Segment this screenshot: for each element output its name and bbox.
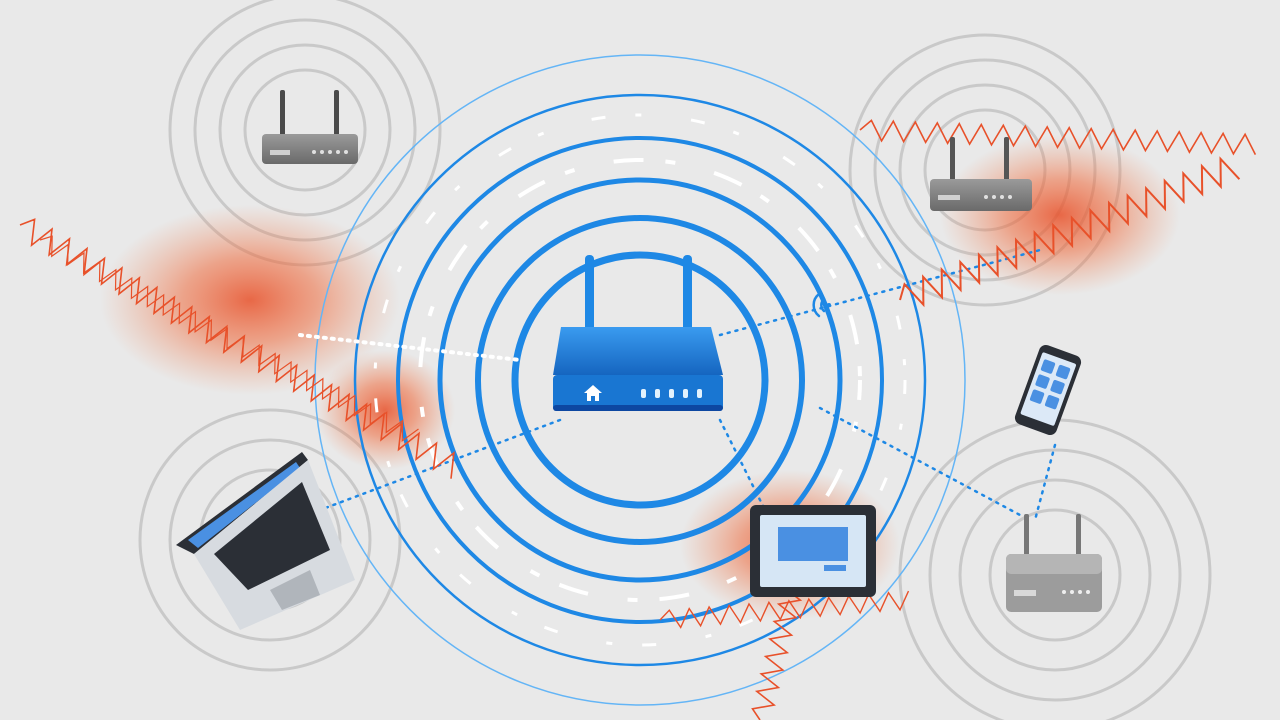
interference-zone-top-right	[940, 135, 1180, 295]
interference-wave-top-right-2	[899, 156, 1241, 308]
connection-links	[298, 248, 1057, 522]
status-led	[697, 389, 702, 398]
interference-wave-bottom-2	[659, 590, 910, 629]
main-signal-rings	[314, 54, 966, 706]
status-leds	[641, 389, 702, 398]
link-router-tablet	[718, 418, 767, 512]
interference-wave-left	[19, 218, 455, 479]
home-icon	[584, 385, 602, 401]
signal-ring-1	[511, 251, 769, 509]
router-icon	[262, 90, 358, 164]
interference-zone-left	[100, 205, 400, 395]
signal-ring-3	[437, 177, 843, 583]
link-router-bottom-right	[818, 406, 1022, 517]
interference-wave-left-2	[39, 235, 419, 442]
laptop-icon	[176, 452, 355, 630]
wifi-signal-icon	[812, 292, 831, 318]
link-router-top-right	[718, 248, 1042, 337]
router-icon	[930, 137, 1032, 211]
neighbor-rings	[138, 0, 1212, 720]
wifi-router-icon	[553, 255, 723, 411]
status-led	[641, 389, 646, 398]
router-icon	[1006, 514, 1102, 612]
status-led	[655, 389, 660, 398]
interference-zone-left-inner	[315, 350, 455, 470]
link-phone-bottom-right	[1033, 443, 1057, 522]
tablet-icon	[750, 505, 876, 597]
broken-arc-top	[418, 158, 862, 602]
signal-ring-4	[396, 136, 884, 624]
signal-ring-5	[353, 93, 927, 667]
smartphone-icon	[1014, 344, 1082, 436]
interference-wave-top-right	[859, 119, 1257, 156]
status-led	[683, 389, 688, 398]
interference-waves	[19, 119, 1257, 720]
link-white-left	[298, 333, 522, 362]
broken-arc-bottom	[373, 113, 907, 647]
link-router-laptop	[318, 418, 562, 512]
signal-ring-outer-faint	[314, 54, 966, 706]
signal-ring-2	[475, 215, 805, 545]
status-led	[669, 389, 674, 398]
